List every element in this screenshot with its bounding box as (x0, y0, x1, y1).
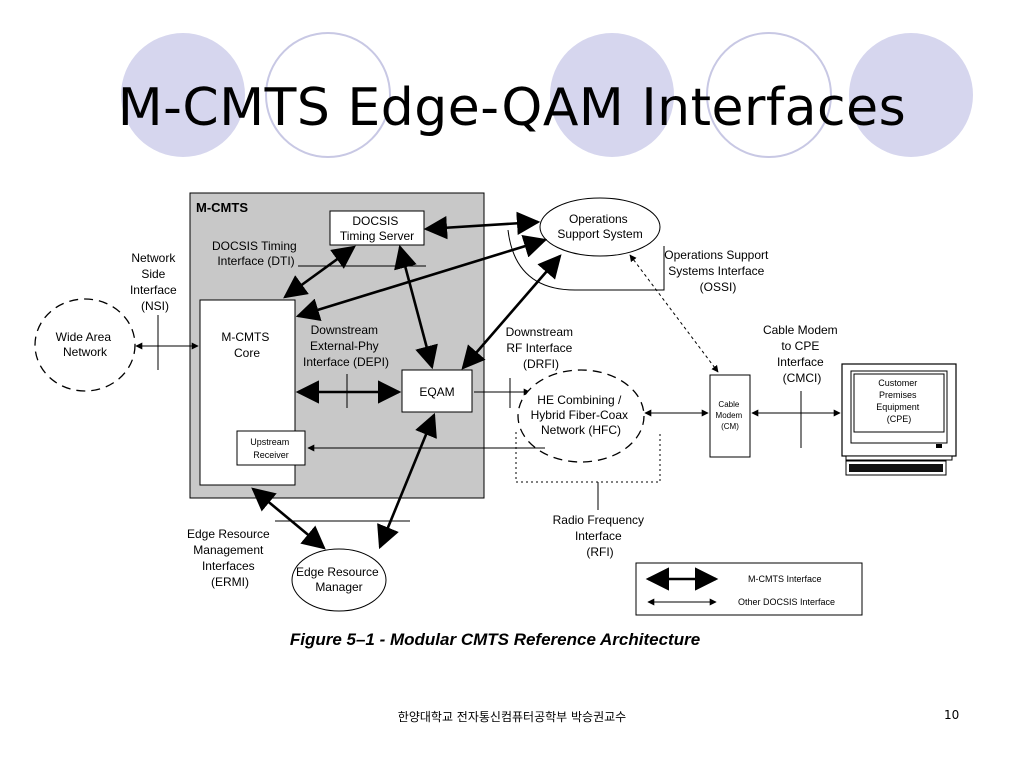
cpe-computer-icon (841, 363, 957, 476)
cable-modem-box (709, 374, 751, 458)
deco-circle-5 (849, 33, 973, 157)
erm-label: Edge Resource Manager (296, 565, 382, 594)
depi-label: Downstream External-Phy Interface (DEPI) (303, 323, 389, 369)
oss-label: Operations Support System (557, 212, 642, 241)
ossi-arrow (629, 254, 719, 373)
legend-box (635, 562, 863, 616)
footer-text: 한양대학교 전자통신컴퓨터공학부 박승권교수 (397, 710, 627, 724)
ermi-core-arrow (251, 487, 326, 550)
mcmts-core-label: M-CMTS Core (221, 330, 272, 360)
ermi-label: Edge Resource Management Interfaces (ERM… (187, 527, 273, 589)
wan-label: Wide Area Network (56, 330, 115, 359)
cpe-label: Customer Premises Equipment (CPE) (876, 378, 922, 424)
wan-ellipse (34, 298, 136, 392)
cable-modem-label: Cable Modem (CM) (716, 400, 745, 431)
rfi-label: Radio Frequency Interface (RFI) (553, 513, 648, 559)
deco-circle-2 (265, 32, 391, 158)
legend-docsis-label: Other DOCSIS Interface (738, 597, 835, 607)
drfi-label: Downstream RF Interface (DRFI) (506, 325, 577, 371)
ermi-eqam-arrow (377, 412, 437, 550)
oss-timing-arrow (423, 211, 541, 240)
deco-circle-3 (550, 33, 674, 157)
ossi-label: Operations Support Systems Interface (OS… (664, 248, 771, 294)
hfc-ellipse (517, 369, 645, 463)
oss-ellipse (539, 197, 661, 257)
legend-mcmts-label: M-CMTS Interface (748, 574, 822, 584)
mcmts-label: M-CMTS (196, 200, 248, 215)
slide-title: M-CMTS Edge-QAM Interfaces (117, 78, 907, 138)
oss-core-arrow (295, 235, 548, 321)
eqam-box (401, 369, 473, 413)
upstream-receiver-box (236, 430, 306, 466)
eqam-label: EQAM (419, 385, 454, 399)
decorative-circles (121, 32, 973, 158)
upstream-receiver-label: Upstream Receiver (250, 437, 292, 460)
dti-label: DOCSIS Timing Interface (DTI) (212, 239, 300, 268)
rfi-bracket (515, 432, 661, 483)
deco-circle-1 (121, 33, 245, 157)
architecture-diagram: M-CMTS DOCSIS Timing Server DOCSIS Timin… (34, 192, 957, 616)
oss-eqam-arrow (461, 254, 562, 370)
hfc-label: HE Combining / Hybrid Fiber-Coax Network… (531, 393, 632, 437)
page-number: 10 (944, 708, 960, 722)
cmci-label: Cable Modem to CPE Interface (CMCI) (763, 323, 841, 385)
figure-caption: Figure 5–1 - Modular CMTS Reference Arch… (289, 630, 701, 649)
deco-circle-4 (706, 32, 832, 158)
nsi-label: Network Side Interface (NSI) (130, 251, 180, 313)
erm-ellipse (291, 548, 387, 612)
